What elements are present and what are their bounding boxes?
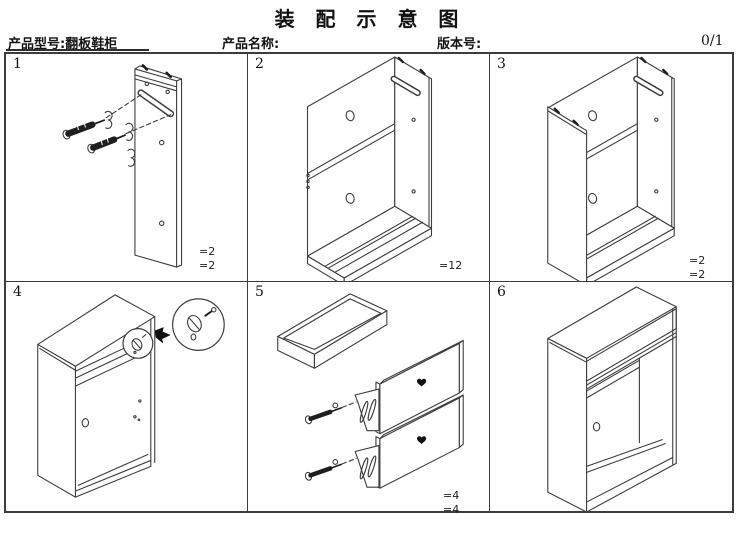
spring-clip-icon <box>127 148 136 167</box>
quantity-label: =2 <box>689 268 706 281</box>
flip-door-drawing <box>375 394 464 489</box>
quantity-labels: =4 =4 <box>443 489 459 517</box>
hinge-bracket-icon <box>354 445 380 488</box>
quantity-labels: =2 =2 <box>689 254 705 282</box>
model-underline <box>6 49 149 51</box>
step-3-cell: 3 <box>490 54 732 282</box>
step-3-diagram <box>547 56 675 281</box>
quantity-label: =4 <box>443 489 460 502</box>
hanging-rail-drawing <box>137 89 175 118</box>
quantity-label: =2 <box>199 259 216 272</box>
step-number: 6 <box>497 284 506 300</box>
cam-bolt-icon <box>87 133 126 154</box>
version-value: 0/1 <box>701 33 724 49</box>
step-5-diagram <box>277 293 464 489</box>
step-6-cell: 6 <box>490 282 732 511</box>
step-2-cell: 2 <box>248 54 490 282</box>
screw-icon <box>304 457 357 481</box>
quantity-label: =4 <box>443 503 460 516</box>
detail-circle-small <box>122 327 154 359</box>
product-name-label: 产品名称: <box>222 37 280 52</box>
step-grid: 1 <box>4 52 734 516</box>
assembled-cabinet-drawing <box>547 286 677 511</box>
drawer-tray-drawing <box>277 293 388 369</box>
arrow-icon <box>154 327 171 344</box>
quantity-label: =12 <box>439 259 463 272</box>
flip-door-drawing <box>375 339 464 435</box>
step-2-diagram <box>306 56 433 281</box>
step-number: 1 <box>13 56 22 72</box>
version-label: 版本号: <box>437 37 482 52</box>
quantity-labels: =12 <box>439 259 462 273</box>
quantity-labels: =2 =2 <box>199 245 215 273</box>
step-6-diagram <box>547 286 677 511</box>
step-number: 3 <box>497 56 506 72</box>
quantity-label: =2 <box>199 245 216 258</box>
step-1-cell: 1 <box>6 54 248 282</box>
cabinet-body-drawing <box>547 56 675 281</box>
left-side-panel-drawing <box>547 106 588 281</box>
step-number: 5 <box>255 284 264 300</box>
page-title: 装 配 示 意 图 <box>274 7 466 31</box>
spring-clip-icon <box>104 110 113 129</box>
quantity-label: =2 <box>689 254 706 267</box>
hinge-bracket-icon <box>354 388 380 432</box>
screw-icon <box>304 401 357 425</box>
step-1-diagram <box>62 64 183 268</box>
step-4-cell: 4 <box>6 282 248 511</box>
spring-clip-icon <box>125 122 134 141</box>
cam-bolt-icon <box>62 118 106 140</box>
cabinet-body-drawing <box>37 294 156 498</box>
step-number: 4 <box>13 284 22 300</box>
detail-circle-large <box>172 298 225 351</box>
step-5-cell: 5 <box>248 282 490 516</box>
step-4-diagram <box>37 294 225 498</box>
step-number: 2 <box>255 56 264 72</box>
cabinet-body-drawing <box>306 56 433 281</box>
product-model-label: 产品型号:翻板鞋柜 <box>8 37 118 52</box>
